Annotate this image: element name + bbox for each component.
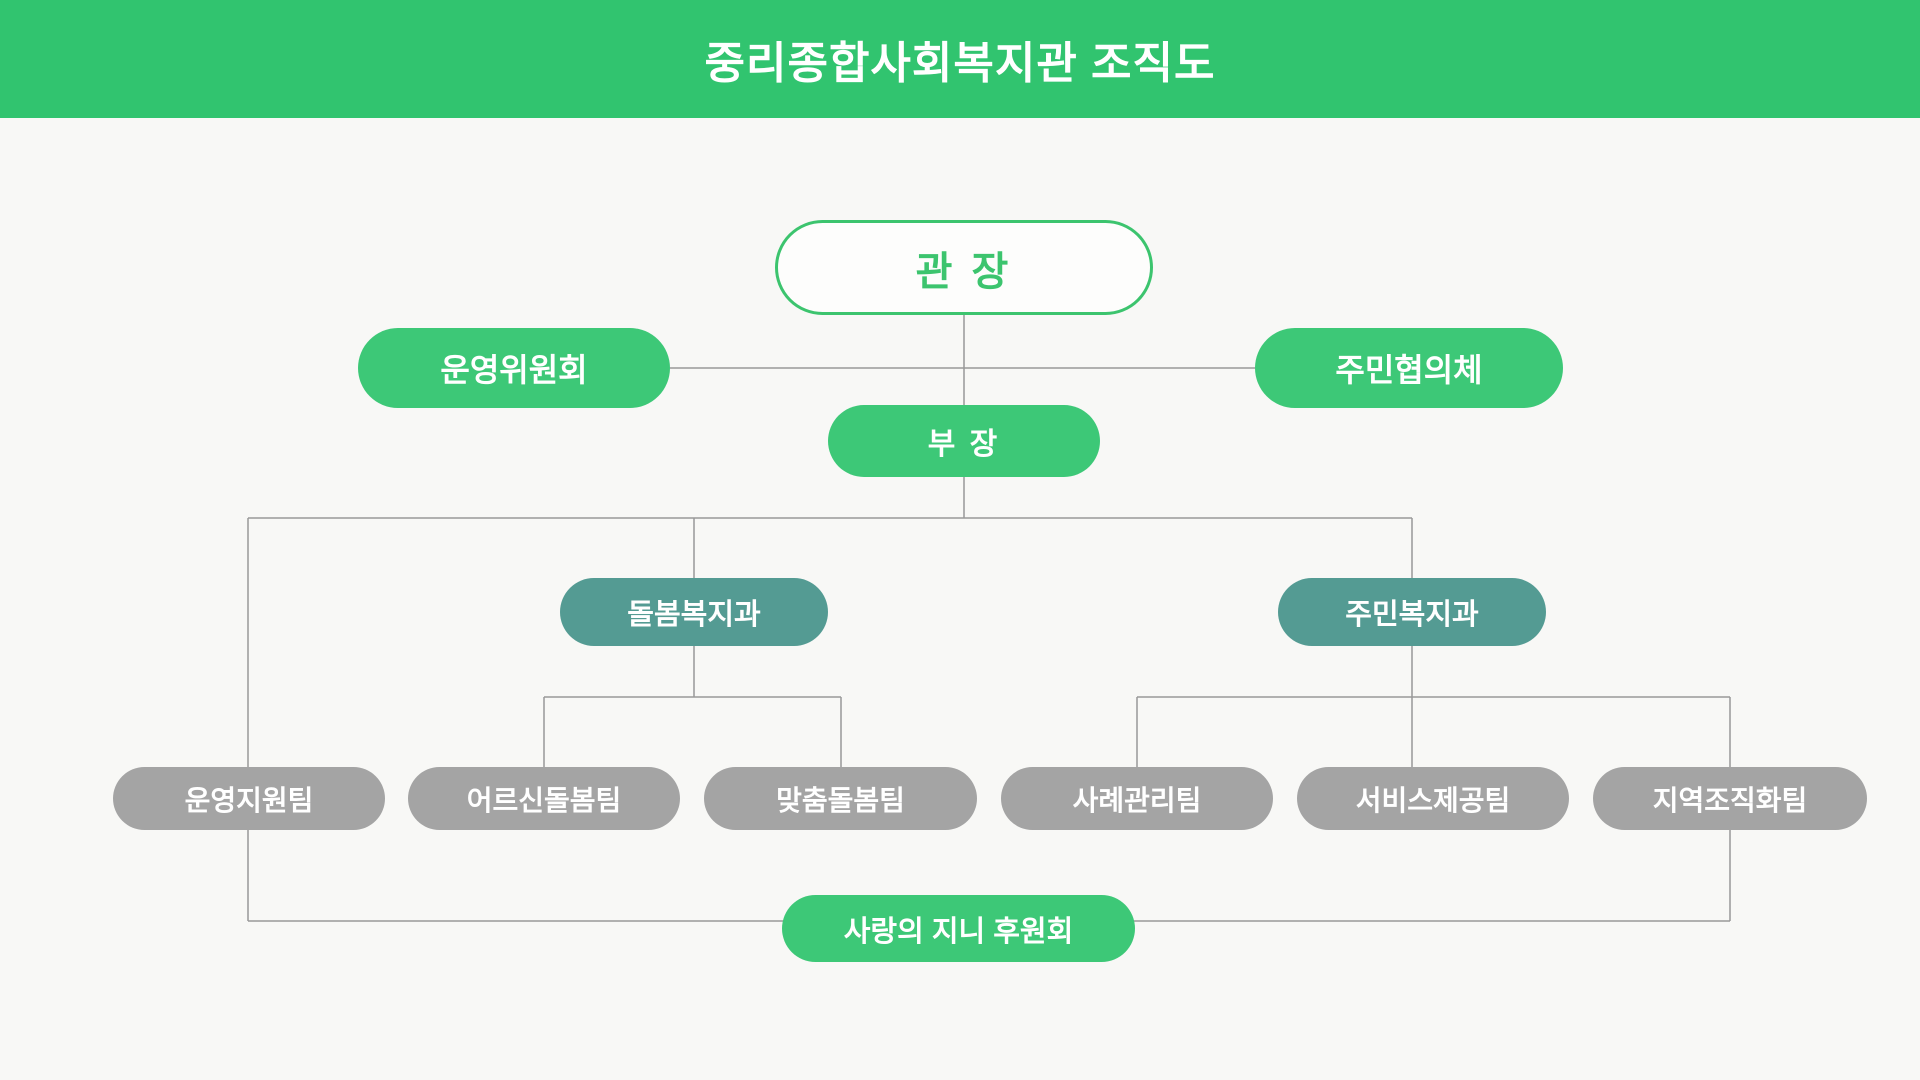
node-supporters-club-label: 사랑의 지니 후원회 [843, 915, 1074, 948]
node-steering-committee: 운영위원회 [358, 328, 670, 408]
node-team-community-organizing-label: 지역조직화팀 [1652, 784, 1808, 816]
node-deputy-director: 부 장 [828, 405, 1100, 477]
node-resident-welfare-dept: 주민복지과 [1278, 578, 1546, 646]
node-team-case-management-label: 사례관리팀 [1072, 784, 1202, 816]
node-residents-council: 주민협의체 [1255, 328, 1563, 408]
node-deputy-director-label: 부 장 [927, 428, 1001, 461]
node-team-senior-care-label: 어르신돌봄팀 [466, 784, 622, 816]
node-steering-committee-label: 운영위원회 [440, 352, 588, 388]
node-team-service-provision-label: 서비스제공팀 [1355, 784, 1511, 816]
node-director: 관 장 [775, 220, 1153, 315]
node-team-operations-support-label: 운영지원팀 [184, 784, 314, 816]
header-bar: 중리종합사회복지관 조직도 [0, 0, 1920, 118]
node-team-community-organizing: 지역조직화팀 [1593, 767, 1867, 830]
node-team-senior-care: 어르신돌봄팀 [408, 767, 680, 830]
node-residents-council-label: 주민협의체 [1335, 352, 1483, 388]
node-director-label: 관 장 [915, 249, 1013, 294]
node-resident-welfare-dept-label: 주민복지과 [1345, 599, 1479, 631]
node-supporters-club: 사랑의 지니 후원회 [782, 895, 1135, 962]
node-team-customized-care-label: 맞춤돌봄팀 [776, 784, 905, 816]
node-team-case-management: 사례관리팀 [1001, 767, 1273, 830]
node-team-service-provision: 서비스제공팀 [1297, 767, 1569, 830]
node-care-welfare-dept: 돌봄복지과 [560, 578, 828, 646]
node-team-operations-support: 운영지원팀 [113, 767, 385, 830]
node-care-welfare-dept-label: 돌봄복지과 [627, 599, 761, 631]
node-team-customized-care: 맞춤돌봄팀 [704, 767, 977, 830]
page-title: 중리종합사회복지관 조직도 [704, 39, 1216, 88]
